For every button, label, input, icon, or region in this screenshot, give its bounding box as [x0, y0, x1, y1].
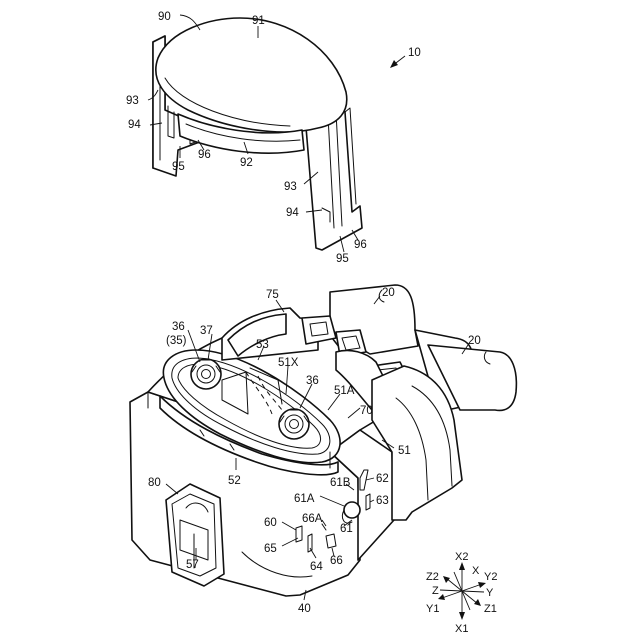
label-75: 75 — [266, 289, 279, 301]
label-51x: 51X — [278, 357, 299, 369]
label-10: 10 — [408, 47, 421, 59]
label-96-left: 96 — [198, 149, 211, 161]
arrow-x1-icon — [459, 612, 465, 620]
label-94-left: 94 — [128, 119, 141, 131]
label-20-lower: 20 — [468, 335, 481, 347]
label-95-left: 95 — [172, 161, 185, 173]
label-61a: 61A — [294, 493, 315, 505]
label-94-right: 94 — [286, 207, 299, 219]
label-96-right: 96 — [354, 239, 367, 251]
label-37: 37 — [200, 325, 213, 337]
axis-x2: X2 — [455, 551, 468, 563]
label-35: (35) — [166, 335, 187, 347]
label-51a: 51A — [334, 385, 355, 397]
axis-y2: Y2 — [484, 571, 497, 583]
label-93-left: 93 — [126, 95, 139, 107]
label-65: 65 — [264, 543, 277, 555]
axis-x: X — [472, 565, 480, 577]
axis-y1: Y1 — [426, 603, 439, 615]
label-80: 80 — [148, 477, 161, 489]
label-53: 53 — [256, 339, 269, 351]
axis-z1: Z1 — [484, 603, 497, 615]
label-60: 60 — [264, 517, 277, 529]
axis-z2: Z2 — [426, 571, 439, 583]
label-20-upper: 20 — [382, 287, 395, 299]
label-51: 51 — [398, 445, 411, 457]
label-36-lower: 36 — [306, 375, 319, 387]
arrow-x2-icon — [459, 562, 465, 570]
arrow-y1-icon — [438, 594, 445, 600]
connector-body — [130, 285, 516, 596]
label-93-right: 93 — [284, 181, 297, 193]
label-52: 52 — [228, 475, 241, 487]
label-61b: 61B — [330, 477, 351, 489]
label-92: 92 — [240, 157, 253, 169]
label-91: 91 — [252, 15, 265, 27]
axis-z: Z — [432, 585, 439, 597]
label-70: 70 — [360, 405, 373, 417]
label-66: 66 — [330, 555, 343, 567]
arrow-z2-icon — [443, 576, 450, 583]
cover-90 — [153, 18, 362, 250]
arrow-10-icon — [390, 56, 405, 68]
label-57: 57 — [186, 559, 199, 571]
label-40: 40 — [298, 603, 311, 615]
axis-x1: X1 — [455, 623, 468, 635]
label-36-upper: 36 — [172, 321, 185, 333]
label-64: 64 — [310, 561, 323, 573]
label-95-right: 95 — [336, 253, 349, 265]
label-66a: 66A — [302, 513, 323, 525]
label-63: 63 — [376, 495, 389, 507]
axis-triad: X2 Z2 X Y2 Z Y Y1 Z1 X1 — [426, 551, 497, 635]
axis-y: Y — [486, 587, 494, 599]
label-61: 61 — [340, 523, 353, 535]
arrow-z1-icon — [474, 599, 481, 606]
label-90: 90 — [158, 11, 171, 23]
label-62: 62 — [376, 473, 389, 485]
